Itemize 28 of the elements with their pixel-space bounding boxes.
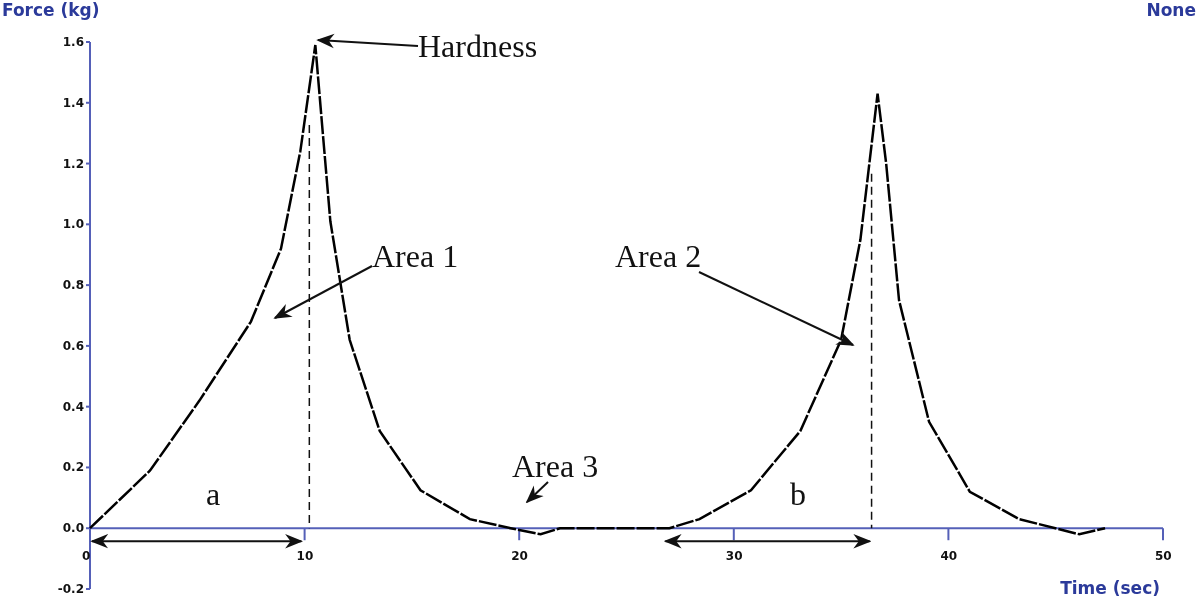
- dimension-label: b: [790, 478, 806, 510]
- leader-arrow: [698, 271, 855, 346]
- y-tick-label: 0.4: [62, 400, 84, 413]
- dimension-label: a: [206, 478, 221, 510]
- x-tick-label: 30: [725, 550, 743, 563]
- y-tick-label: -0.2: [57, 583, 84, 595]
- leader-arrow: [316, 33, 419, 49]
- annotation-label: Hardness: [418, 30, 538, 62]
- y-tick-label: 0.2: [62, 461, 84, 474]
- y-tick-label: 0.8: [62, 279, 84, 292]
- leader-arrow: [273, 265, 373, 319]
- x-tick-label: 40: [940, 550, 958, 563]
- annotation-label: Area 1: [372, 240, 459, 272]
- y-tick-label: 1.6: [62, 36, 84, 48]
- y-tick-label: 1.4: [62, 96, 84, 109]
- annotation-label: Area 2: [615, 240, 702, 272]
- y-tick-label: 0.6: [62, 339, 84, 352]
- annotation-label: Area 3: [512, 450, 599, 482]
- x-tick-label: 50: [1155, 550, 1172, 563]
- leader-arrow: [525, 481, 549, 504]
- y-tick-label: 0.0: [62, 522, 84, 535]
- y-axis-title: Force (kg): [2, 2, 100, 19]
- x-tick-label: 10: [296, 550, 314, 563]
- x-tick-label: 20: [511, 550, 528, 563]
- header-label: None: [1146, 2, 1196, 19]
- x-axis-title: Time (sec): [1060, 580, 1160, 597]
- y-tick-label: 1.0: [62, 218, 84, 231]
- y-tick-label: 1.2: [62, 157, 84, 170]
